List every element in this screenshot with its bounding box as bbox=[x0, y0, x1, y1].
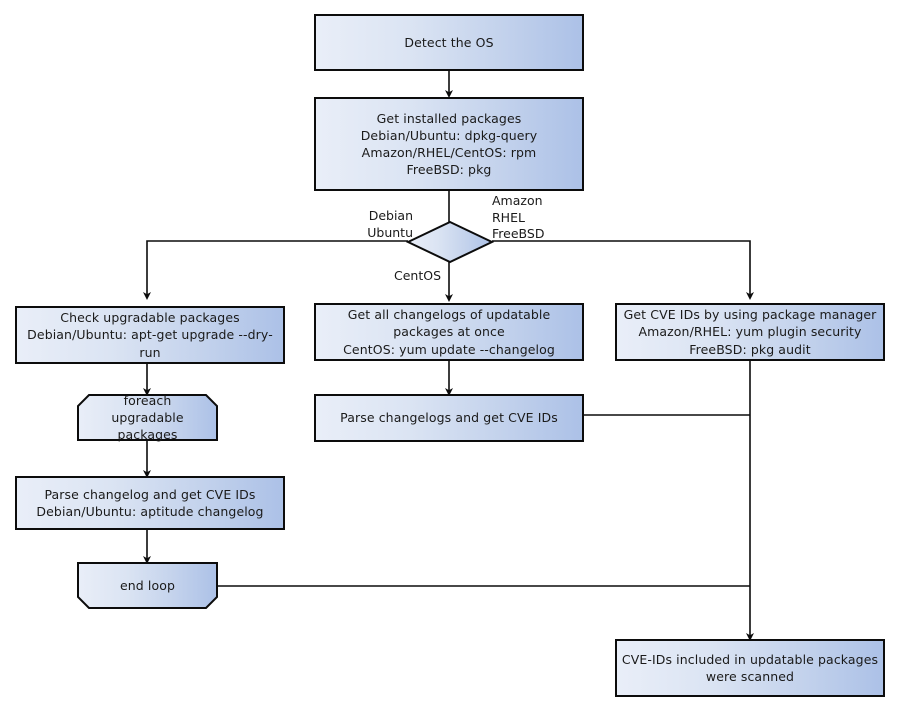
node-detect-os-label: Detect the OS bbox=[404, 34, 494, 50]
loop-start-shape-icon bbox=[77, 394, 218, 441]
edge-decision-to-debian bbox=[143, 240, 408, 300]
node-get-all-changelogs-label: Get all changelogs of updatable packages… bbox=[343, 307, 555, 357]
node-get-installed-packages-label: Get installed packages Debian/Ubuntu: dp… bbox=[360, 110, 538, 178]
diamond-shape-icon bbox=[405, 220, 495, 264]
node-parse-changelog-debian-label: Parse changelog and get CVE IDs Debian/U… bbox=[36, 486, 264, 519]
node-parse-changelogs-centos-label: Parse changelogs and get CVE IDs bbox=[340, 410, 558, 426]
edge-decision-to-rhel bbox=[492, 240, 754, 300]
edge-label-centos: CentOS bbox=[393, 268, 441, 283]
node-os-decision[interactable] bbox=[405, 220, 495, 264]
edge-label-amazon-rhel-freebsd: Amazon RHEL FreeBSD bbox=[492, 193, 545, 241]
node-check-upgradable-packages[interactable]: Check upgradable packages Debian/Ubuntu:… bbox=[15, 306, 285, 364]
node-get-all-changelogs[interactable]: Get all changelogs of updatable packages… bbox=[314, 303, 584, 361]
node-final-result[interactable]: CVE-IDs included in updatable packages w… bbox=[615, 639, 885, 697]
node-get-cve-ids-package-manager[interactable]: Get CVE IDs by using package manager Ama… bbox=[615, 303, 885, 361]
node-foreach-loop-start[interactable]: foreach upgradable packages bbox=[77, 392, 218, 443]
node-parse-changelog-debian[interactable]: Parse changelog and get CVE IDs Debian/U… bbox=[15, 476, 285, 530]
node-detect-os[interactable]: Detect the OS bbox=[314, 14, 584, 71]
node-end-loop-label: end loop bbox=[119, 577, 176, 593]
node-check-upgradable-packages-label: Check upgradable packages Debian/Ubuntu:… bbox=[27, 310, 273, 360]
node-final-result-label: CVE-IDs included in updatable packages w… bbox=[621, 651, 879, 684]
node-end-loop[interactable]: end loop bbox=[77, 562, 218, 609]
node-get-installed-packages[interactable]: Get installed packages Debian/Ubuntu: dp… bbox=[314, 97, 584, 191]
node-get-cve-ids-package-manager-label: Get CVE IDs by using package manager Ama… bbox=[623, 307, 877, 357]
node-foreach-loop-start-label: foreach upgradable packages bbox=[111, 392, 184, 443]
node-parse-changelogs-centos[interactable]: Parse changelogs and get CVE IDs bbox=[314, 394, 584, 442]
edge-label-debian-ubuntu: Debian Ubuntu bbox=[367, 208, 413, 240]
loop-end-shape-icon bbox=[77, 562, 218, 609]
